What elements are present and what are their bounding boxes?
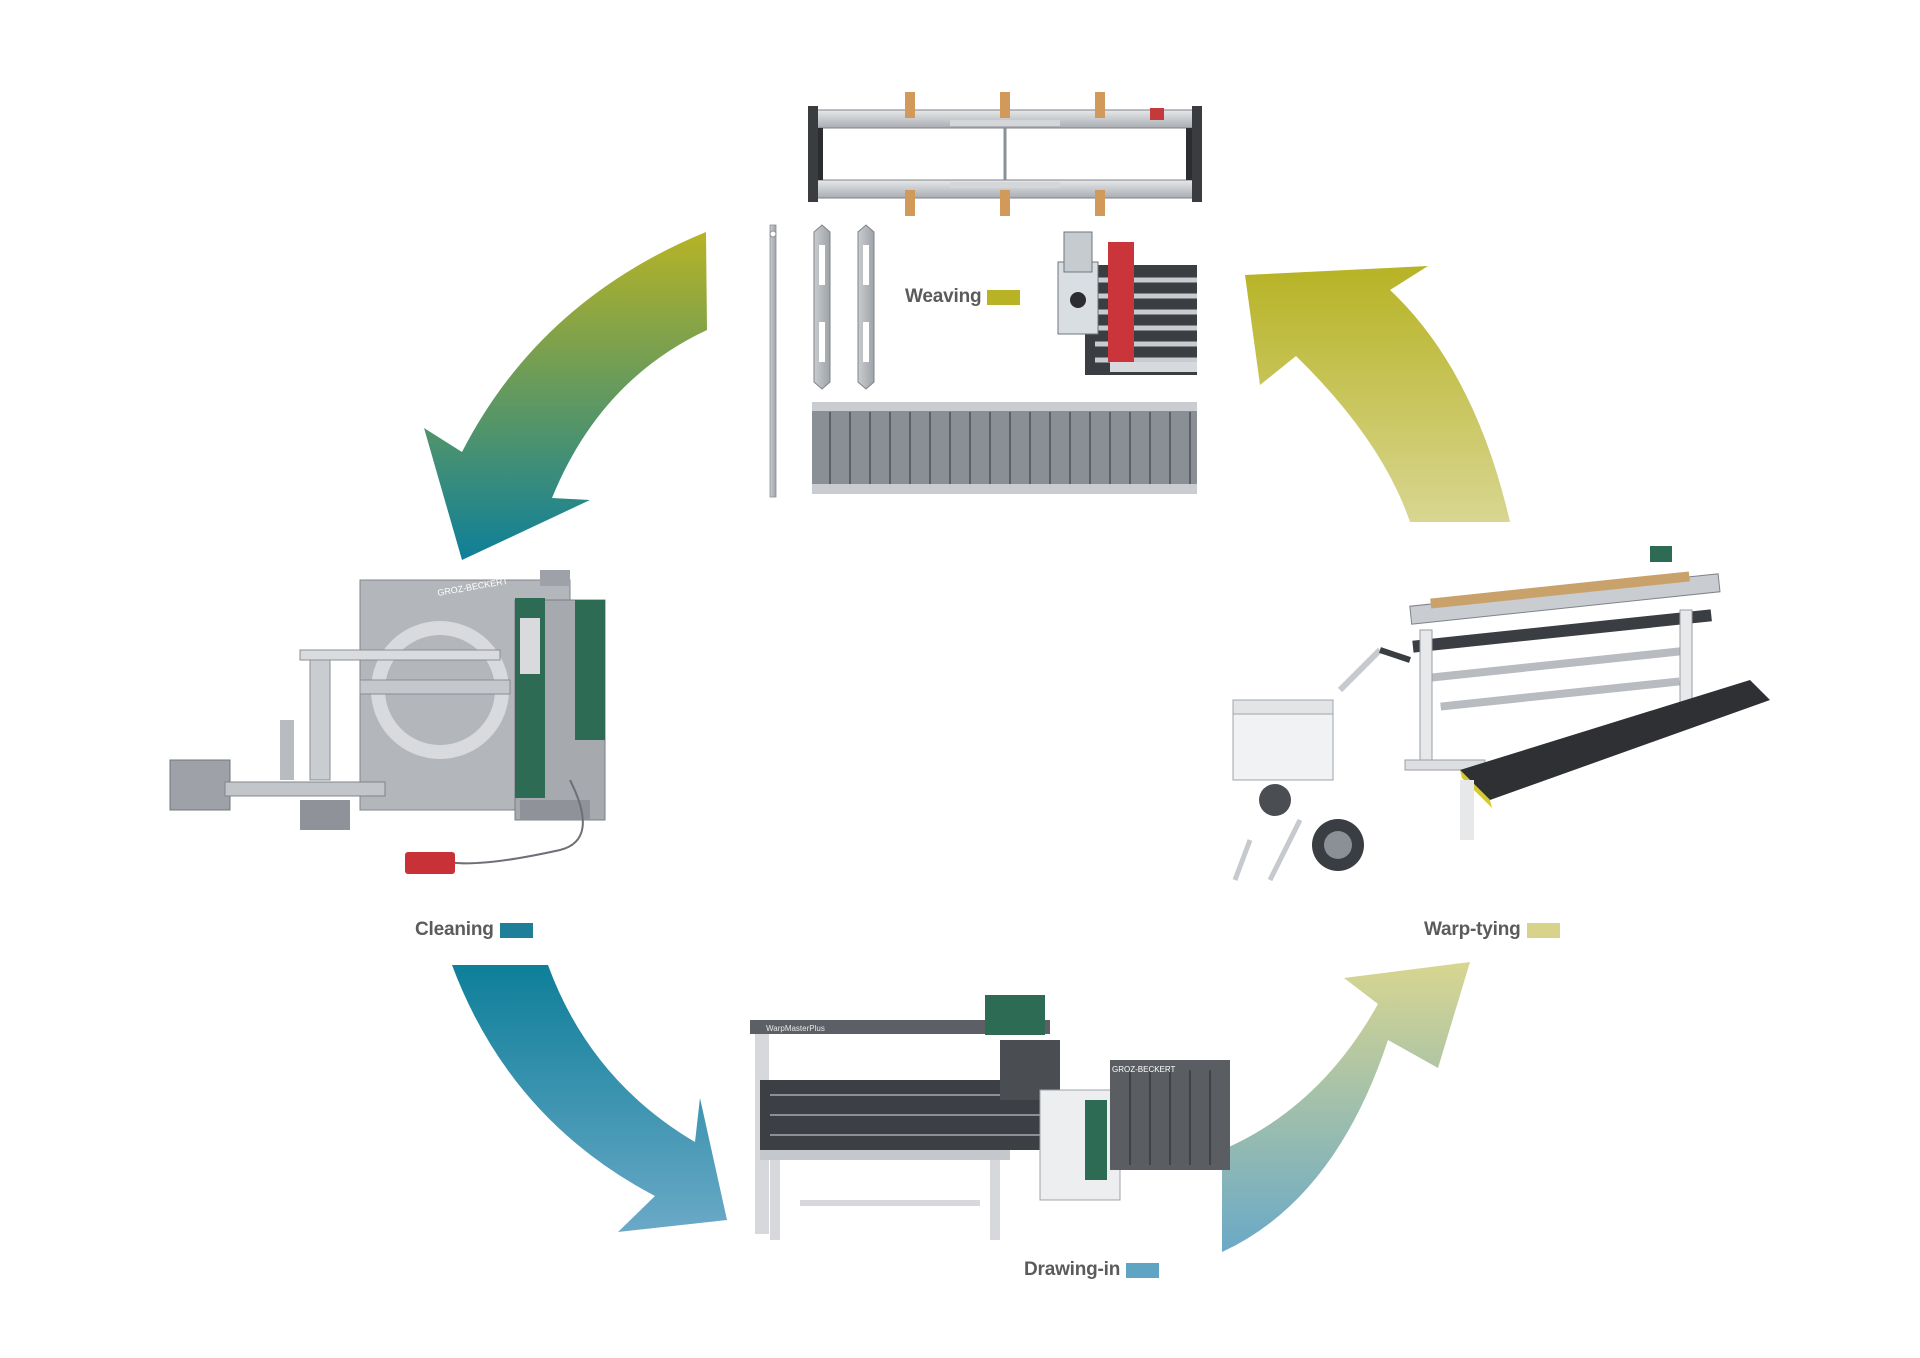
warpmasterplus-brand-text: WarpMasterPlus	[766, 1024, 825, 1033]
label-warp-tying-text: Warp-tying	[1424, 919, 1521, 940]
drawing-in-color-swatch	[1126, 1262, 1160, 1278]
label-warp-tying: Warp-tying	[1424, 919, 1560, 941]
arrow-drawing-in-to-warp-tying	[1222, 962, 1470, 1252]
arrow-warp-tying-to-weaving	[1245, 266, 1510, 522]
cleaning-color-swatch	[499, 922, 533, 938]
arrow-cleaning-to-drawing-in	[452, 965, 727, 1232]
label-cleaning: Cleaning	[415, 919, 533, 941]
label-cleaning-text: Cleaning	[415, 919, 494, 940]
label-weaving: Weaving	[905, 286, 1021, 308]
heald-frame-image	[808, 92, 1202, 216]
label-drawing-in-text: Drawing-in	[1024, 1259, 1121, 1280]
drawing-in-machine-brand-text: GROZ-BECKERT	[1112, 1065, 1176, 1074]
drawing-in-machine-image: WarpMasterPlus	[750, 995, 1230, 1240]
drop-wire-unit-image	[1057, 231, 1197, 375]
heald-wires-image	[769, 224, 875, 498]
warp-tying-machine-image	[1232, 546, 1770, 882]
label-weaving-text: Weaving	[905, 286, 982, 307]
warp-tying-color-swatch	[1526, 922, 1560, 938]
weaving-illustration	[769, 92, 1202, 498]
weaving-color-swatch	[987, 289, 1021, 305]
arrow-weaving-to-cleaning	[424, 232, 707, 560]
label-drawing-in: Drawing-in	[1024, 1259, 1160, 1281]
reed-image	[812, 402, 1197, 494]
cleaning-machine-image	[169, 570, 606, 874]
